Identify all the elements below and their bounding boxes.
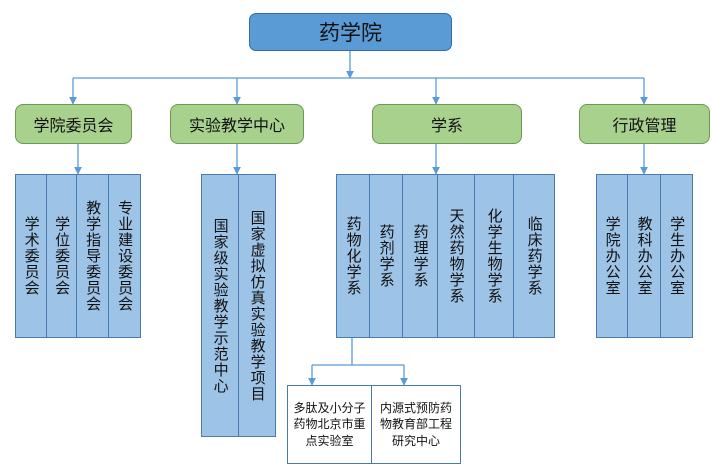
unit-label: 学术委员会 — [22, 216, 41, 296]
unit-pharmaceutics: 药剂学系 — [369, 174, 403, 338]
unit-program-committee: 专业建设委员会 — [108, 174, 141, 338]
unit-teaching-research-office: 教科办公室 — [627, 174, 661, 338]
unit-label: 国家虚拟仿真实验教学项目 — [248, 209, 267, 402]
sub-unit-label: 多肽及小分子药物北京市重点实验室 — [293, 401, 366, 448]
unit-label: 化学生物学系 — [485, 208, 504, 304]
unit-label: 教学指导委员会 — [84, 200, 103, 312]
unit-chemical-biology: 化学生物学系 — [474, 174, 514, 338]
sub-unit-moe-engineering-center: 内源式预防药物教育部工程研究中心 — [371, 385, 461, 464]
unit-teaching-committee: 教学指导委员会 — [76, 174, 109, 338]
unit-label: 临床药学系 — [525, 216, 544, 296]
unit-label: 学位委员会 — [53, 216, 72, 296]
unit-label: 药剂学系 — [377, 224, 396, 288]
unit-label: 天然药物学系 — [447, 208, 466, 304]
unit-national-demo-center: 国家级实验教学示范中心 — [201, 174, 239, 437]
unit-clinical-pharmacy: 临床药学系 — [513, 174, 555, 338]
category-administration: 行政管理 — [579, 104, 710, 144]
unit-natural-medicine: 天然药物学系 — [437, 174, 475, 338]
root-node: 药学院 — [249, 13, 452, 51]
category-college-committee: 学院委员会 — [15, 104, 132, 144]
category-experimental-center: 实验教学中心 — [170, 104, 304, 144]
sub-unit-beijing-key-lab: 多肽及小分子药物北京市重点实验室 — [287, 385, 372, 464]
unit-label: 专业建设委员会 — [116, 200, 135, 312]
unit-label: 教科办公室 — [635, 216, 654, 296]
unit-academic-committee: 学术委员会 — [15, 174, 47, 338]
unit-label: 学院办公室 — [603, 216, 622, 296]
unit-label: 学生办公室 — [668, 216, 687, 296]
unit-label: 国家级实验教学示范中心 — [211, 217, 230, 394]
unit-pharmacology: 药理学系 — [402, 174, 438, 338]
unit-college-office: 学院办公室 — [596, 174, 628, 338]
category-departments: 学系 — [372, 104, 522, 144]
sub-unit-label: 内源式预防药物教育部工程研究中心 — [380, 401, 453, 448]
unit-label: 药理学系 — [411, 224, 430, 288]
unit-medicinal-chemistry: 药物化学系 — [336, 174, 370, 338]
unit-student-office: 学生办公室 — [660, 174, 693, 338]
unit-degree-committee: 学位委员会 — [46, 174, 77, 338]
unit-virtual-sim-project: 国家虚拟仿真实验教学项目 — [238, 174, 276, 437]
unit-label: 药物化学系 — [344, 216, 363, 296]
